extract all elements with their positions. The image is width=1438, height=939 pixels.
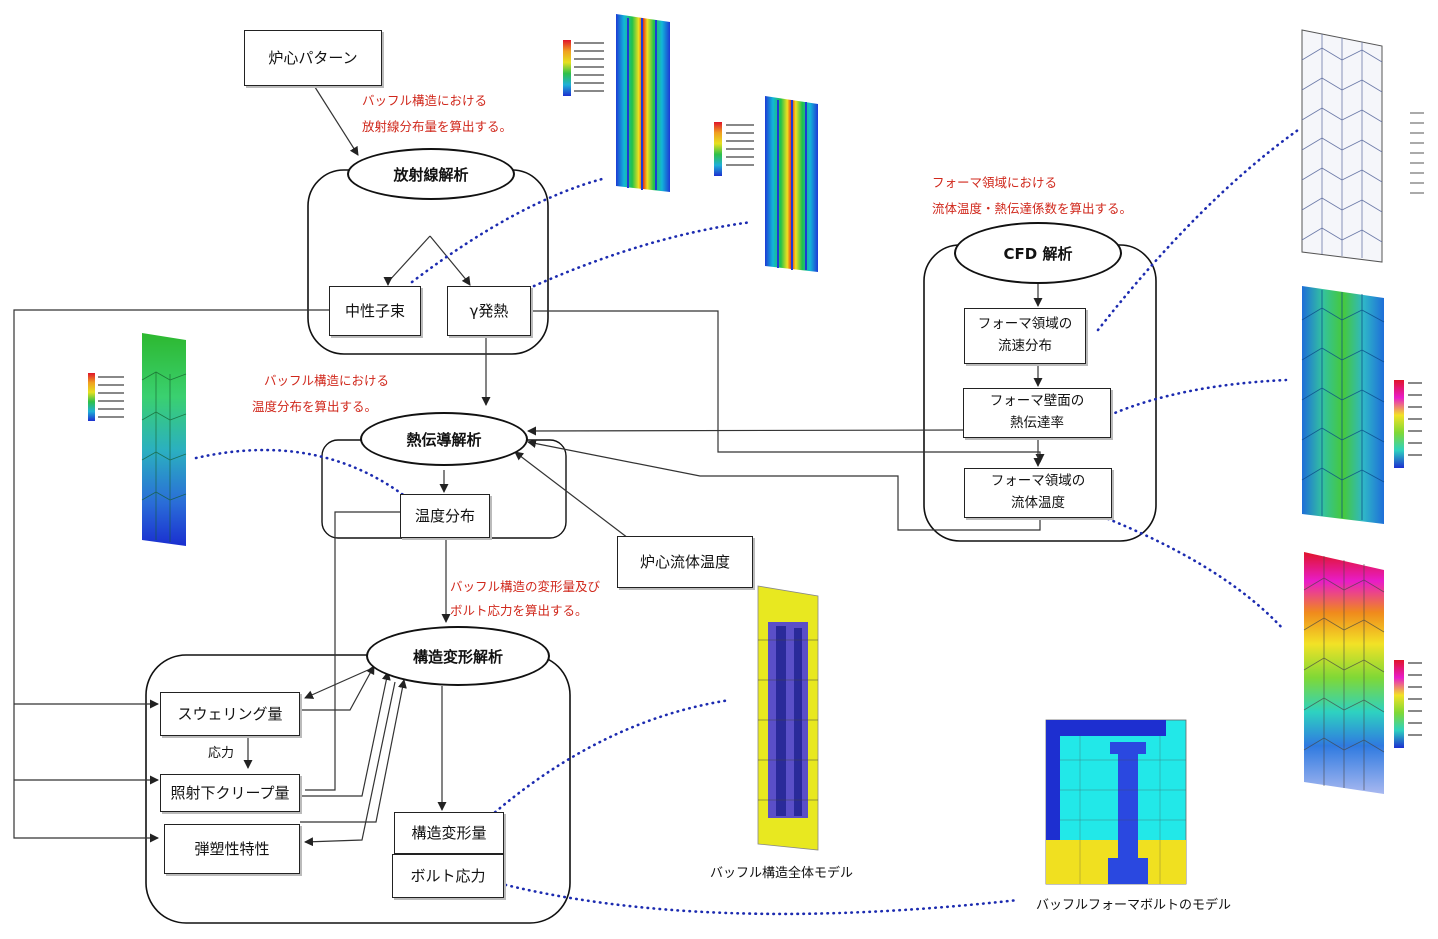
cfd-analysis-ellipse: CFD 解析	[954, 222, 1122, 284]
heat-conduction-label: 熱伝導解析	[406, 430, 482, 449]
gamma-heating-label: γ発熱	[469, 302, 509, 320]
structural-analysis-label: 構造変形解析	[412, 647, 503, 666]
bolt-stress-box: ボルト応力	[392, 854, 504, 898]
radiation-note: バッフル構造における 放射線分布量を算出する。	[362, 88, 512, 140]
former-velocity-line2: 流速分布	[998, 338, 1052, 354]
former-velocity-box: フォーマ領域の 流速分布	[964, 308, 1086, 364]
deformation-note-line1: バッフル構造の変形量及び	[450, 579, 601, 594]
heat-conduction-ellipse: 熱伝導解析	[360, 412, 528, 466]
cfd-analysis-label: CFD 解析	[1003, 244, 1073, 263]
swelling-box: スウェリング量	[160, 692, 300, 736]
temperature-contour-image	[88, 333, 187, 546]
neutron-flux-label: 中性子束	[344, 302, 405, 320]
cfd-mesh-image	[1301, 29, 1424, 263]
core-pattern-box: 炉心パターン	[244, 30, 382, 86]
gamma-heating-box: γ発熱	[447, 286, 531, 336]
bolt-stress-label: ボルト応力	[410, 867, 486, 885]
former-htc-box: フォーマ壁面の 熱伝達率	[963, 388, 1111, 438]
irradiation-creep-box: 照射下クリープ量	[160, 774, 300, 812]
irradiation-creep-label: 照射下クリープ量	[170, 784, 290, 802]
cfd-velocity-image	[1301, 286, 1422, 524]
former-temp-line2: 流体温度	[1011, 495, 1065, 511]
structural-group	[145, 654, 571, 924]
bolt-model-image	[1045, 719, 1187, 885]
radiation-analysis-label: 放射線解析	[393, 165, 469, 184]
radiation-note-line1: バッフル構造における	[362, 93, 488, 108]
former-htc-line1: フォーマ壁面の	[989, 393, 1085, 410]
cfd-note-line2: 流体温度・熱伝達係数を算出する。	[932, 201, 1133, 216]
former-temp-box: フォーマ領域の 流体温度	[964, 468, 1112, 518]
cfd-note: フォーマ領域における 流体温度・熱伝達係数を算出する。	[932, 170, 1132, 222]
temperature-note-line1: バッフル構造における	[264, 373, 390, 388]
cfd-temperature-image	[1303, 552, 1422, 794]
connector-lines	[13, 83, 1045, 847]
elastoplastic-box: 弾塑性特性	[164, 824, 300, 874]
elastoplastic-label: 弾塑性特性	[194, 840, 270, 858]
core-fluid-temp-label: 炉心流体温度	[639, 553, 730, 571]
former-temp-line1: フォーマ領域の	[990, 473, 1086, 490]
former-velocity-line1: フォーマ領域の	[977, 316, 1073, 333]
structural-deformation-label: 構造変形量	[411, 824, 487, 842]
structural-analysis-ellipse: 構造変形解析	[366, 626, 550, 686]
core-fluid-temp-box: 炉心流体温度	[617, 536, 753, 588]
baffle-full-model-image	[757, 585, 819, 851]
swelling-label: スウェリング量	[177, 705, 283, 723]
deformation-note-line2: ボルト応力を算出する。	[450, 603, 588, 618]
bolt-model-caption: バッフルフォーマボルトのモデル	[1036, 898, 1232, 913]
dotted-links	[194, 128, 1300, 916]
baffle-model-caption: バッフル構造全体モデル	[710, 866, 854, 881]
core-pattern-label: 炉心パターン	[268, 49, 358, 67]
temperature-dist-label: 温度分布	[414, 507, 475, 525]
temperature-dist-box: 温度分布	[400, 494, 490, 538]
radiation-analysis-ellipse: 放射線解析	[347, 148, 515, 200]
deformation-note: バッフル構造の変形量及び ボルト応力を算出する。	[450, 575, 600, 623]
temperature-note-line2: 温度分布を算出する。	[252, 399, 378, 414]
temperature-note: バッフル構造における 温度分布を算出する。	[252, 368, 389, 420]
gamma-heating-contour-image	[714, 96, 818, 272]
radiation-note-line2: 放射線分布量を算出する。	[362, 119, 513, 134]
former-htc-line2: 熱伝達率	[1010, 415, 1064, 431]
structural-deformation-box: 構造変形量	[394, 812, 504, 854]
neutron-flux-box: 中性子束	[329, 286, 421, 336]
cfd-note-line1: フォーマ領域における	[932, 175, 1058, 190]
neutron-flux-contour-image	[563, 14, 670, 192]
stress-label: 応力	[208, 746, 235, 761]
